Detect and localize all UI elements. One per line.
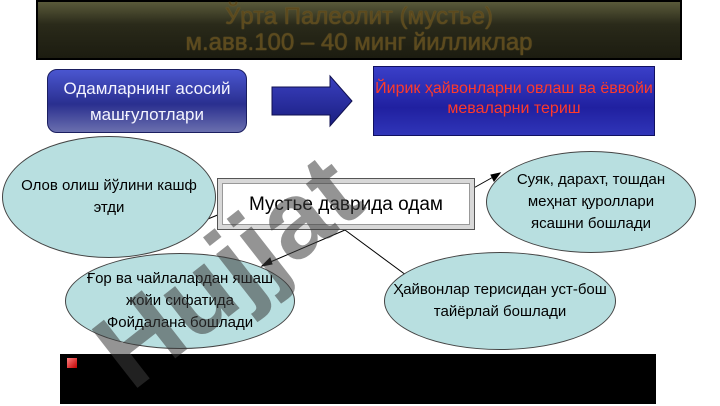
node-caves: Ғор ва чайлалардан яшаш жойи сифатида Фо… bbox=[65, 253, 295, 349]
arrowhead-caves bbox=[260, 257, 273, 267]
center-topic-box: Мустье даврида одам bbox=[217, 178, 475, 230]
slide-title: Ўрта Палеолит (мустье) м.авв.100 – 40 ми… bbox=[36, 0, 682, 60]
node-clothes-text: Ҳайвонлар терисидан уст-бош тайёрлай бош… bbox=[393, 281, 607, 320]
node-clothes: Ҳайвонлар терисидан уст-бош тайёрлай бош… bbox=[384, 252, 616, 350]
connector-clothes bbox=[344, 229, 411, 279]
node-fire: Олов олиш йўлини кашф этди bbox=[2, 136, 216, 258]
title-line-1: Ўрта Палеолит (мустье) bbox=[225, 3, 493, 30]
title-line-2: м.авв.100 – 40 минг йилликлар bbox=[185, 29, 533, 56]
node-tools: Суяк, дарахт, тошдан меҳнат қуроллари яс… bbox=[486, 151, 696, 253]
bottom-bar bbox=[60, 354, 656, 404]
bullet-icon bbox=[67, 358, 77, 368]
arrowhead-tools bbox=[490, 172, 502, 182]
activity-result-box: Йирик ҳайвонларни овлаш ва ёввойи мевала… bbox=[373, 66, 655, 136]
connector-caves bbox=[267, 229, 346, 264]
main-activities-box: Одамларнинг асосий машғулотлари bbox=[47, 69, 247, 133]
node-tools-text: Суяк, дарахт, тошдан меҳнат қуроллари яс… bbox=[516, 171, 666, 232]
node-fire-text: Олов олиш йўлини кашф этди bbox=[21, 177, 197, 216]
right-arrow-icon bbox=[271, 74, 353, 128]
node-caves-text: Ғор ва чайлалардан яшаш жойи сифатида Фо… bbox=[86, 270, 274, 331]
